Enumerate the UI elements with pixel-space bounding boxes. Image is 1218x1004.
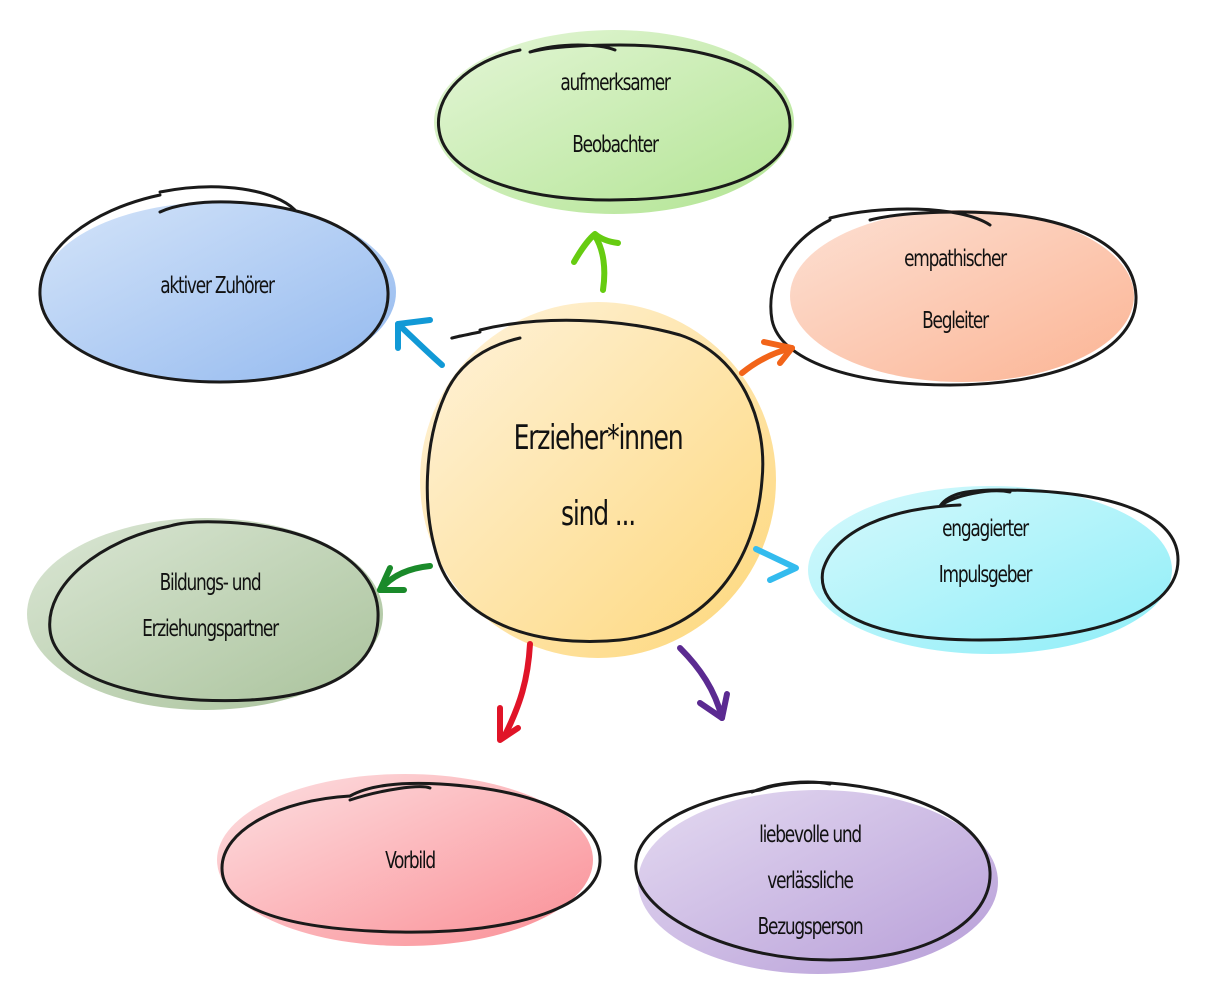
node-outline-partner — [48, 520, 380, 703]
node-label-impulsgeber: engagierter Impulsgeber — [858, 506, 1112, 598]
center-line-2: sind ... — [561, 494, 636, 534]
node-line: verlässliche — [767, 868, 854, 894]
center-line-1: Erzieher*innen — [513, 418, 684, 458]
node-fill-center — [420, 302, 776, 658]
node-line: aufmerksamer — [560, 70, 671, 96]
node-line: Erziehungspartner — [142, 616, 279, 642]
node-line: engagierter — [942, 516, 1029, 542]
arrow-to-vorbild — [497, 641, 533, 743]
node-line: Vorbild — [385, 848, 436, 874]
arrow-to-begleiter — [739, 339, 795, 376]
node-fill-bezugsperson — [638, 790, 998, 974]
node-label-beobachter: aufmerksamer Beobachter — [488, 52, 742, 176]
node-fill-partner — [27, 518, 383, 710]
arrow-to-zuhoerer — [395, 317, 445, 368]
node-line: Beobachter — [572, 132, 659, 158]
arrow-to-partner — [377, 563, 433, 593]
node-outline-center — [425, 318, 765, 644]
node-label-partner: Bildungs- und Erziehungspartner — [83, 560, 337, 652]
arrow-to-bezugsperson — [677, 645, 730, 721]
node-line: Bildungs- und — [159, 570, 262, 596]
node-label-vorbild: Vorbild — [283, 830, 537, 892]
node-label-bezugsperson: liebevolle und verlässliche Bezugsperson — [683, 812, 937, 950]
node-outline-zuhoerer — [38, 185, 390, 384]
node-fill-vorbild — [217, 774, 593, 946]
node-fill-zuhoerer — [40, 202, 396, 382]
node-line: Bezugsperson — [757, 914, 864, 940]
node-line: empathischer — [904, 246, 1007, 272]
node-outline-impulsgeber — [820, 488, 1180, 642]
node-line: Begleiter — [922, 308, 989, 334]
node-fill-beobachter — [434, 30, 794, 214]
node-line: Impulsgeber — [938, 562, 1033, 588]
node-outline-begleiter — [769, 207, 1138, 387]
center-label: Erzieher*innen sind ... — [468, 400, 727, 552]
node-fill-impulsgeber — [808, 486, 1172, 654]
node-line: liebevolle und — [759, 822, 862, 848]
node-fill-begleiter — [790, 210, 1134, 382]
arrow-to-beobachter — [571, 231, 621, 293]
arrow-to-impulsgeber — [753, 546, 799, 583]
node-label-begleiter: empathischer Begleiter — [828, 228, 1082, 352]
node-line: aktiver Zuhörer — [160, 273, 275, 299]
node-label-zuhoerer: aktiver Zuhörer — [90, 255, 344, 317]
node-outline-bezugsperson — [634, 780, 992, 962]
node-outline-vorbild — [220, 781, 602, 934]
node-outline-beobachter — [437, 43, 792, 202]
